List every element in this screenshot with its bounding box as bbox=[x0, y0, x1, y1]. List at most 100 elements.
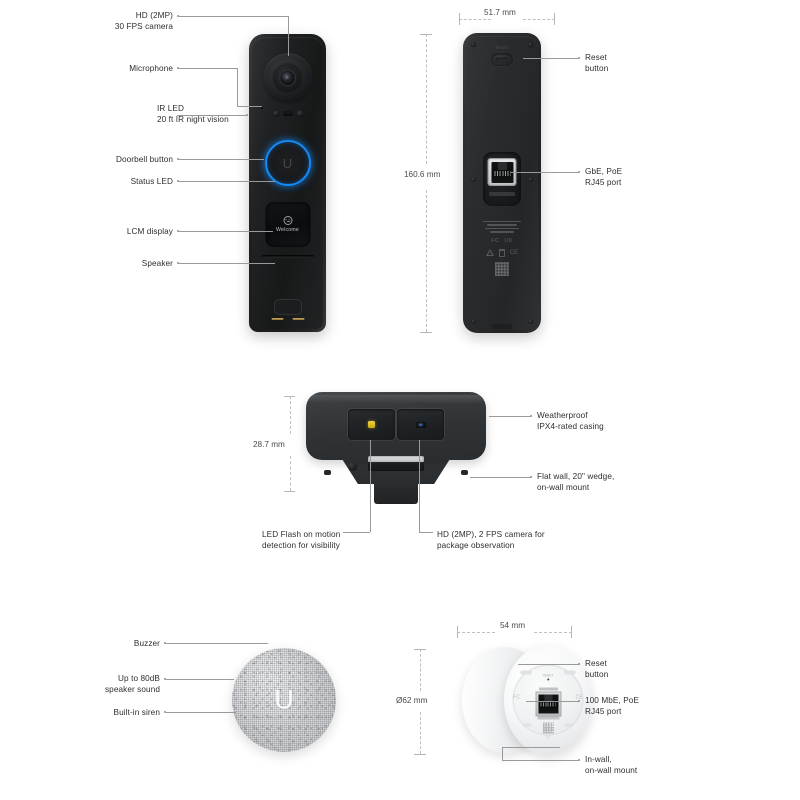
dim-width-line-right bbox=[523, 19, 555, 20]
leader-dot-chime-reset bbox=[578, 663, 580, 665]
leader-wall-mount-h bbox=[470, 477, 531, 478]
leader-chime-mount-h2 bbox=[502, 747, 560, 748]
base-recess bbox=[273, 299, 302, 315]
dim-chime-dia-tick-top bbox=[414, 649, 426, 650]
warning-triangle-icon bbox=[485, 249, 494, 257]
ir-led-row bbox=[272, 110, 303, 117]
plate-notch-bl bbox=[522, 723, 532, 727]
dimension-chime-diameter: Ø62 mm bbox=[396, 696, 428, 705]
doorbell-back-view: RESET FC UK CE bbox=[463, 33, 541, 333]
unifi-u-logo: U bbox=[282, 155, 293, 171]
package-camera-lens-icon bbox=[415, 421, 426, 428]
label-chime-mount: In-wall, on-wall mount bbox=[585, 755, 638, 775]
chime-ce-mark-icon: CE bbox=[575, 694, 583, 701]
wedge-foot-left bbox=[324, 470, 331, 475]
contact-pad-right bbox=[292, 317, 304, 320]
plate-notch-tl bbox=[520, 670, 532, 675]
mount-post bbox=[374, 480, 418, 504]
label-chime-reset: Reset button bbox=[585, 659, 609, 679]
chime-logo-silkscreen: U bbox=[546, 734, 550, 741]
leader-led-flash-v bbox=[370, 440, 371, 532]
back-bottom-notch bbox=[492, 324, 512, 329]
chime-reset-button[interactable] bbox=[546, 678, 550, 681]
reset-button[interactable] bbox=[491, 53, 513, 66]
chime-back-view: RESET FC CE U bbox=[462, 645, 592, 757]
chime-certification-marks: FC CE bbox=[513, 695, 583, 701]
label-speaker: Speaker bbox=[141, 259, 173, 268]
doorbell-front-view: U Welcome bbox=[249, 34, 326, 332]
leader-dot-microphone bbox=[177, 67, 179, 69]
screw-bottom-right bbox=[528, 319, 533, 324]
certification-marks-row-1: FC UK bbox=[491, 238, 513, 244]
label-speaker-sound: Up to 80dB speaker sound bbox=[104, 674, 160, 694]
leader-dot-rj45-back bbox=[578, 171, 580, 173]
package-camera-module bbox=[397, 409, 444, 440]
leader-lcm-h bbox=[179, 231, 273, 232]
screw-mid-left bbox=[471, 177, 476, 182]
bottom-view-speaker-grille bbox=[368, 456, 424, 471]
label-doorbell-button: Doorbell button bbox=[115, 155, 173, 164]
screw-bottom-left bbox=[471, 319, 476, 324]
chime-fcc-mark-icon: FC bbox=[513, 694, 521, 701]
leader-chime-mount-h bbox=[502, 760, 579, 761]
poe-silkscreen-label bbox=[489, 192, 515, 196]
leader-dot-speaker bbox=[177, 262, 179, 264]
lcm-display: Welcome bbox=[265, 202, 310, 247]
screw-mid-right bbox=[528, 177, 533, 182]
dimension-bottom-height: 28.7 mm bbox=[253, 440, 285, 449]
screw-top-right bbox=[528, 42, 533, 47]
doorbell-button-led-ring[interactable]: U bbox=[264, 140, 311, 186]
leader-dot-chime-mount bbox=[578, 759, 580, 761]
label-chime-rj45: 100 MbE, PoE RJ45 port bbox=[585, 696, 639, 716]
ir-led-right-icon bbox=[296, 110, 303, 117]
label-wall-mount: Flat wall, 20" wedge, on-wall mount bbox=[537, 472, 615, 492]
smiley-face-icon bbox=[283, 216, 292, 225]
dimension-back-height: 160.6 mm bbox=[404, 170, 441, 179]
ir-sensor-icon bbox=[283, 110, 292, 117]
camera-housing bbox=[263, 53, 312, 102]
wedge-foot-right bbox=[461, 470, 468, 475]
leader-hd-camera-v bbox=[288, 16, 289, 56]
chime-back-face: RESET FC CE U bbox=[504, 645, 592, 755]
fcc-mark-icon: FC bbox=[491, 237, 500, 244]
leader-dot-ir-led bbox=[246, 114, 248, 116]
leader-ir-led-h bbox=[177, 115, 247, 116]
rj45-jack-opening bbox=[491, 161, 513, 183]
contact-pads bbox=[271, 317, 304, 320]
bottom-view-body bbox=[306, 392, 486, 460]
weee-bin-icon bbox=[498, 248, 505, 257]
leader-dot-reset-back bbox=[578, 57, 580, 59]
leader-dot-status-led bbox=[177, 180, 179, 182]
dim-chime-dia-bottom bbox=[420, 712, 421, 754]
dim-width-tick-right bbox=[554, 13, 555, 25]
leader-microphone-h2 bbox=[237, 106, 262, 107]
chime-rj45-pins bbox=[540, 702, 556, 707]
dim-bottom-line-top bbox=[290, 396, 291, 434]
leader-weatherproof-h bbox=[489, 416, 531, 417]
leader-status-led-h bbox=[179, 181, 275, 182]
led-flash-module bbox=[348, 409, 395, 440]
screw-top-left bbox=[471, 42, 476, 47]
plate-notch-br bbox=[564, 723, 574, 727]
dim-chime-width-tick-left bbox=[457, 626, 458, 638]
leader-siren-h bbox=[166, 712, 236, 713]
chime-qr-code-icon bbox=[542, 722, 554, 734]
speaker-slot bbox=[261, 255, 314, 258]
label-status-led: Status LED bbox=[130, 177, 173, 186]
microphone-pinhole bbox=[261, 107, 263, 109]
leader-dot-weatherproof bbox=[530, 415, 532, 417]
label-hd-camera: HD (2MP) 30 FPS camera bbox=[114, 11, 173, 31]
leader-buzzer-h bbox=[166, 643, 268, 644]
regulatory-markings: FC UK CE bbox=[478, 221, 526, 276]
leader-dot-doorbell bbox=[177, 158, 179, 160]
dim-width-line-left bbox=[459, 19, 491, 20]
chime-rj45-port[interactable] bbox=[536, 692, 560, 716]
ukca-mark-icon: UK bbox=[504, 237, 513, 244]
leader-microphone-h bbox=[179, 68, 237, 69]
reg-text-line-2 bbox=[487, 224, 517, 226]
chime-fabric-speckle bbox=[232, 648, 336, 752]
label-package-camera: HD (2MP), 2 FPS camera for package obser… bbox=[437, 530, 545, 550]
rj45-port[interactable] bbox=[488, 159, 516, 185]
dimension-back-width: 51.7 mm bbox=[484, 8, 516, 17]
dim-bottom-tick-bottom bbox=[284, 491, 295, 492]
